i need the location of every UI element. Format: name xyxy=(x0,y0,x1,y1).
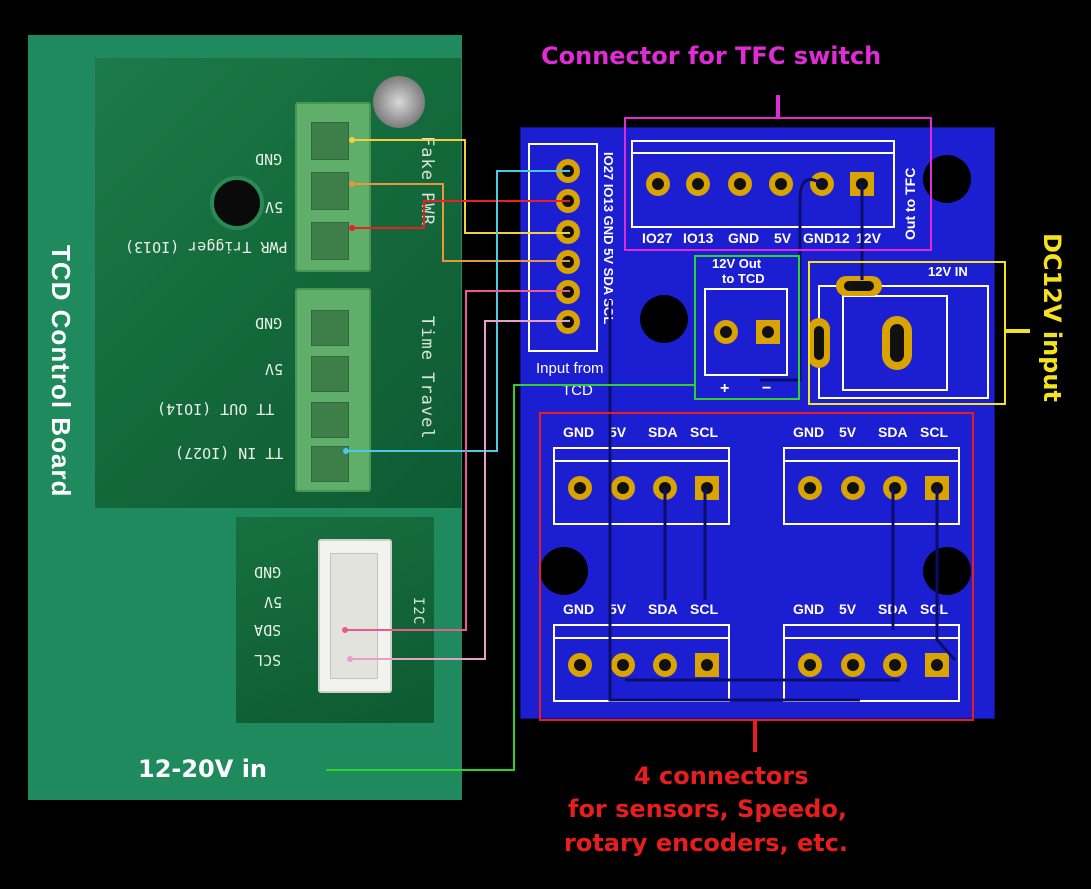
sensor-callout-line2: for sensors, Speedo, xyxy=(568,795,847,823)
tfc-connector-outline xyxy=(631,140,895,228)
sensor-pad xyxy=(841,476,865,500)
tfc-connector-divider xyxy=(631,152,893,154)
dc12-callout: DC12V input xyxy=(1038,233,1066,402)
sensor-pin-label: GND xyxy=(793,424,825,440)
sensor-pad xyxy=(798,476,822,500)
sensor-connector-outline xyxy=(553,447,730,525)
adapter-pcb xyxy=(520,127,995,719)
wire-io13 xyxy=(352,139,570,234)
sensor-callout-box xyxy=(539,412,974,721)
mounting-hole-icon xyxy=(210,176,264,230)
tfc-pad-gnd xyxy=(728,172,752,196)
power-in-line xyxy=(326,384,695,771)
mounting-hole-icon xyxy=(540,547,588,595)
tfc-label-5v: 5V xyxy=(774,230,792,246)
tfc-pad-io27 xyxy=(646,172,670,196)
input-caption-line2: TCD xyxy=(562,382,593,399)
sensor-pin-label: GND xyxy=(793,601,825,617)
sensor-pin-label: SCL xyxy=(690,601,718,617)
tcd-input-connector-outline xyxy=(528,143,598,352)
dc12-callout-box xyxy=(808,261,1006,405)
sensor-pad xyxy=(568,653,592,677)
sensor-pin-label: SDA xyxy=(648,601,678,617)
wire-io27 xyxy=(346,170,570,452)
screw-icon xyxy=(373,76,425,128)
tfc-pad-5v xyxy=(769,172,793,196)
mounting-hole-icon xyxy=(923,547,971,595)
out12-line2: to TCD xyxy=(722,271,765,286)
sensor-pin-label: 5V xyxy=(609,424,627,440)
tfc-label-io27: IO27 xyxy=(642,230,673,246)
in12-pad-left xyxy=(808,318,830,368)
sensor-pad xyxy=(925,653,949,677)
sensor-callout-line1: 4 connectors xyxy=(634,762,809,790)
sensor-pin-label: SCL xyxy=(920,424,948,440)
tfc-callout: Connector for TFC switch xyxy=(541,42,882,70)
sensor-pad xyxy=(841,653,865,677)
sensor-pad xyxy=(611,653,635,677)
sensor-pad xyxy=(653,653,677,677)
in12-pad-center xyxy=(882,316,912,370)
sensor-pin-label: 5V xyxy=(609,601,627,617)
in12-pad-top xyxy=(836,276,882,296)
in12-jack-inner xyxy=(842,295,948,391)
sensor-pad xyxy=(568,476,592,500)
tfc-label-io13: IO13 xyxy=(683,230,714,246)
pcb-traces xyxy=(608,178,957,702)
sensor-pin-label: 5V xyxy=(839,601,857,617)
out12-connector-outline xyxy=(704,288,788,376)
input-pad-gnd xyxy=(556,220,580,244)
sensor-pin-label: GND xyxy=(563,424,595,440)
sensor-connector-outline xyxy=(783,447,960,525)
sensor-pad xyxy=(883,653,907,677)
wire-5v xyxy=(352,200,570,229)
mounting-hole-icon xyxy=(640,295,688,343)
sensor-pin-label: SDA xyxy=(648,424,678,440)
tfc-callout-box xyxy=(624,117,932,251)
time-travel-terminal xyxy=(295,288,371,492)
tcd-pcb-photo-upper: GND 5V PWR Trigger (IO13) GND 5V TT OUT … xyxy=(95,58,461,508)
i2c-connector xyxy=(318,539,392,693)
in12-label: 12V IN xyxy=(928,264,968,279)
tfc-label-gnd12: GND12 xyxy=(803,230,850,246)
sensor-pin-label: 5V xyxy=(839,424,857,440)
tfc-pad-io13 xyxy=(686,172,710,196)
sensor-pin-label: GND xyxy=(563,601,595,617)
sensor-pin-label: SDA xyxy=(878,424,908,440)
sensor-pin-label: SCL xyxy=(690,424,718,440)
tfc-label-gnd: GND xyxy=(728,230,760,246)
sensor-pad xyxy=(883,476,907,500)
sensor-connector-divider xyxy=(783,460,958,462)
sensor-callout-line3: rotary encoders, etc. xyxy=(564,829,849,857)
out12-callout-box xyxy=(694,255,800,400)
sensor-connector-divider xyxy=(553,460,728,462)
sensor-pin-label: SCL xyxy=(920,601,948,617)
wire-gnd xyxy=(352,183,570,262)
wire-scl xyxy=(350,320,570,660)
input-caption-line1: Input from xyxy=(536,360,604,377)
power-in-callout: 12-20V in xyxy=(138,755,267,783)
tcd-pcb-photo-i2c: GND 5V SDA SCL I2C xyxy=(236,517,434,723)
sensor-pad xyxy=(695,653,719,677)
sensor-connector-divider xyxy=(783,637,958,639)
wire-sda xyxy=(345,290,570,631)
sensor-connector-outline xyxy=(783,624,960,702)
out12-pad-minus xyxy=(756,320,780,344)
out12-minus-label: − xyxy=(762,380,772,397)
fake-pwr-terminal xyxy=(295,102,371,272)
sensor-pad xyxy=(798,653,822,677)
sensor-pad xyxy=(611,476,635,500)
out12-pad-plus xyxy=(714,320,738,344)
out12-plus-label: + xyxy=(720,380,730,397)
out12-line1: 12V Out xyxy=(712,256,762,271)
sensor-connector-divider xyxy=(553,637,728,639)
